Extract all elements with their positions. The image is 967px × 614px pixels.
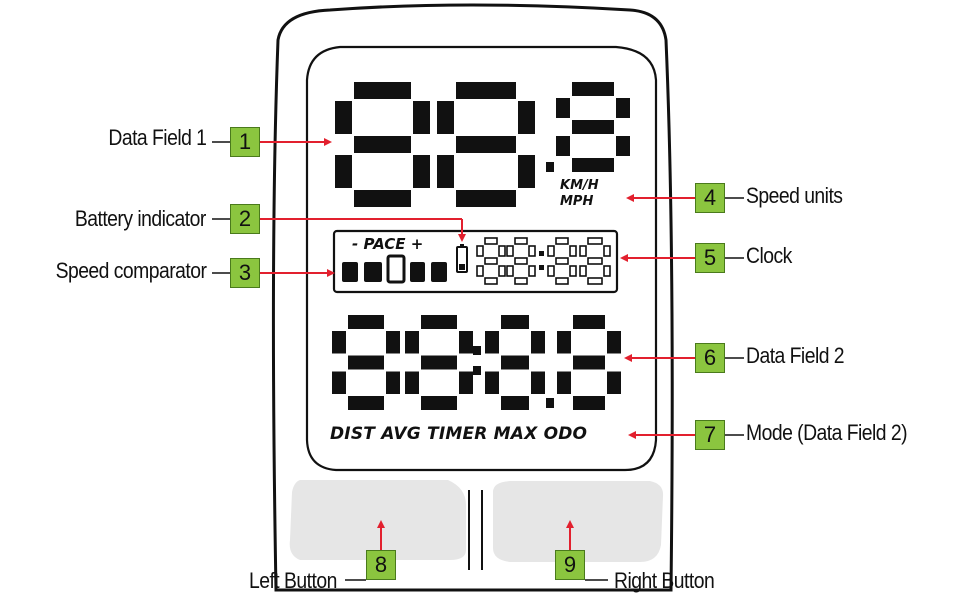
callout-badge-9: 9 (555, 550, 585, 580)
callout-badge-5: 5 (695, 243, 725, 273)
field1-digit-3 (556, 82, 630, 172)
callout-label-clock: Clock (746, 243, 792, 268)
clock-panel (332, 229, 619, 294)
speed-comparator-bars (342, 254, 447, 284)
clock-digit-2 (506, 237, 536, 285)
callout-badge-3: 3 (230, 258, 260, 288)
callout-label-data-field-1: Data Field 1 (107, 125, 207, 150)
callout-badge-7: 7 (695, 420, 725, 450)
clock-colon-lower (539, 265, 544, 270)
callout-badge-2: 2 (230, 204, 260, 234)
decimal-point-1 (546, 162, 554, 172)
right-button[interactable] (493, 481, 664, 562)
callout-label-data-field-2: Data Field 2 (746, 343, 845, 368)
callout-badge-6: 6 (695, 343, 725, 373)
callout-leaders (212, 138, 744, 581)
field1-digit-2 (437, 82, 535, 207)
callout-label-left-button: Left Button (249, 568, 337, 593)
button-divider (468, 490, 483, 570)
callout-label-units: Speed units (746, 183, 843, 208)
lcd-digits (332, 82, 630, 410)
clock-digit-4 (579, 237, 611, 285)
units-kmh: KM/H (560, 178, 599, 193)
clock-colon-upper (539, 251, 544, 256)
field1-digit-1 (335, 82, 430, 207)
field2-digit-2 (405, 315, 473, 410)
callout-badge-8: 8 (366, 550, 396, 580)
units-mph: MPH (560, 194, 594, 209)
left-button[interactable] (289, 480, 466, 560)
mode-labels: DIST AVG TIMER MAX ODO (330, 424, 588, 444)
field2-digit-3 (485, 315, 545, 410)
colon-lower (473, 366, 481, 375)
clock-digit-3 (547, 237, 577, 285)
callout-label-comparator: Speed comparator (55, 258, 206, 283)
field2-digit-4 (557, 315, 621, 410)
field2-digit-1 (332, 315, 400, 410)
pace-label: - PACE + (352, 235, 424, 253)
callout-badge-4: 4 (695, 183, 725, 213)
callout-label-battery: Battery indicator (75, 206, 206, 231)
callout-label-right-button: Right Button (614, 568, 715, 593)
callout-badge-1: 1 (230, 127, 260, 157)
decimal-point-2 (546, 398, 554, 408)
clock-digit-1 (476, 237, 506, 285)
callout-label-mode: Mode (Data Field 2) (746, 420, 908, 445)
colon-upper (473, 346, 481, 355)
